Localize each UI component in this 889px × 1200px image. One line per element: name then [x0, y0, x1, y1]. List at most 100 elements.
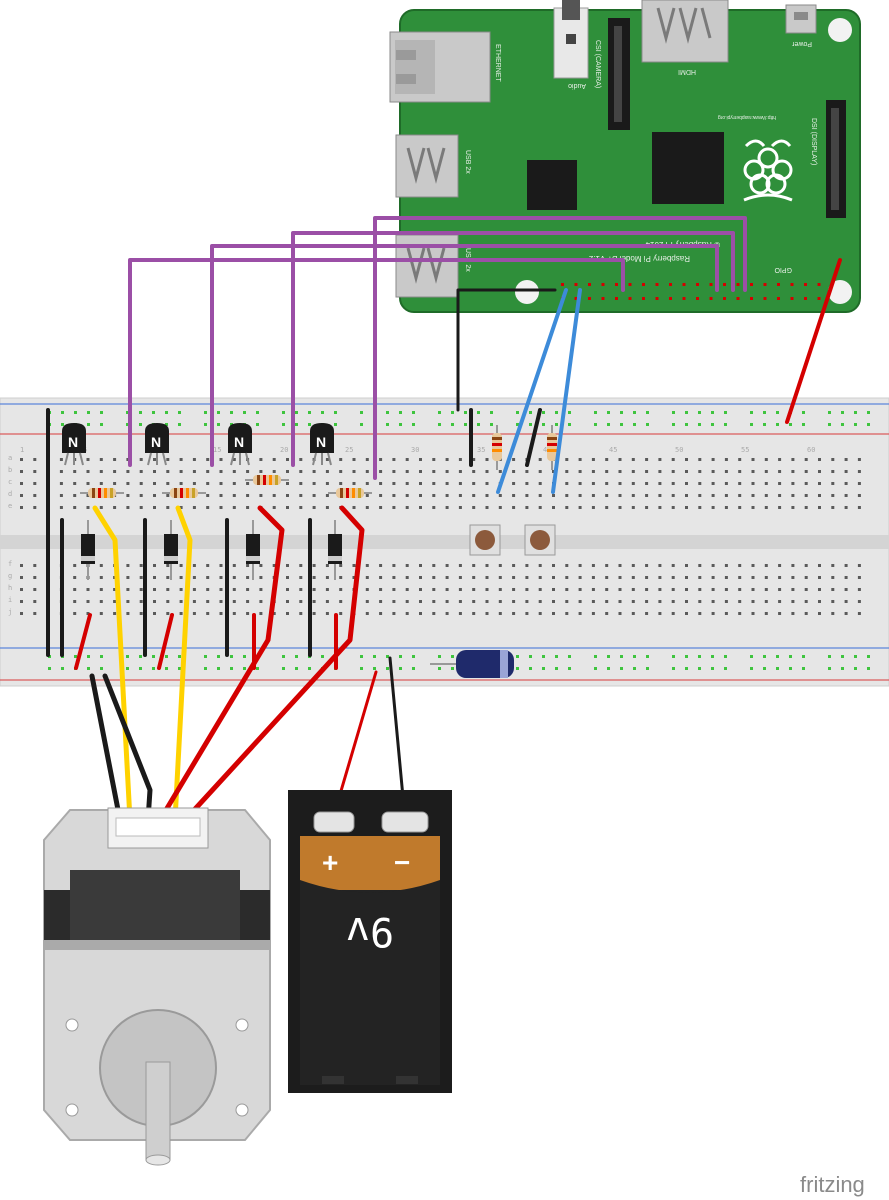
rail-hole	[152, 655, 155, 658]
breadboard-hole	[259, 458, 263, 461]
breadboard-hole	[578, 588, 582, 591]
rail-hole	[308, 411, 311, 414]
breadboard-hole	[192, 600, 196, 603]
breadboard-hole	[671, 588, 675, 591]
breadboard-hole	[419, 494, 422, 497]
breadboard-hole	[658, 576, 662, 579]
breadboard: a b c d e f g h i j 1 5 10 15 20 25 30 3…	[0, 397, 889, 687]
rail-hole	[724, 667, 727, 670]
breadboard-hole	[485, 494, 489, 497]
breadboard-hole	[525, 576, 529, 579]
breadboard-hole	[618, 612, 622, 615]
power-label: Power	[791, 40, 812, 47]
breadboard-hole	[591, 458, 595, 461]
breadboard-hole	[259, 576, 263, 579]
breadboard-hole	[405, 458, 409, 461]
breadboard-hole	[538, 506, 542, 509]
breadboard-hole	[20, 458, 23, 461]
breadboard-hole	[419, 470, 422, 473]
rail-hole	[646, 655, 649, 658]
gpio-pin	[601, 283, 605, 286]
breadboard-hole	[591, 612, 595, 615]
breadboard-hole	[166, 588, 170, 591]
rail-hole	[438, 667, 441, 670]
breadboard-hole	[325, 458, 329, 461]
gpio-pin	[655, 297, 659, 300]
breadboard-hole	[778, 564, 782, 567]
breadboard-hole	[618, 470, 622, 473]
wire-red	[157, 505, 285, 823]
breadboard-hole	[485, 576, 489, 579]
breadboard-hole	[645, 588, 649, 591]
breadboard-hole	[485, 564, 489, 567]
breadboard-hole	[698, 600, 702, 603]
rail-hole	[867, 655, 870, 658]
rail-hole	[854, 667, 857, 670]
breadboard-hole	[685, 470, 688, 473]
gpio-pin	[804, 297, 807, 300]
breadboard-hole	[73, 612, 77, 615]
rail-hole	[711, 667, 714, 670]
push-button[interactable]	[469, 524, 501, 556]
breadboard-hole	[698, 576, 702, 579]
breadboard-hole	[645, 482, 649, 485]
rail-hole	[464, 411, 467, 414]
breadboard-hole	[512, 576, 516, 579]
breadboard-hole	[99, 458, 103, 461]
rail-hole	[139, 423, 142, 426]
rail-hole	[230, 655, 233, 658]
breadboard-hole	[458, 494, 462, 497]
breadboard-hole	[578, 494, 582, 497]
breadboard-hole	[472, 458, 476, 461]
breadboard-hole	[246, 564, 250, 567]
rail-hole	[490, 411, 493, 414]
breadboard-hole	[831, 588, 835, 591]
breadboard-hole	[538, 458, 542, 461]
breadboard-hole	[286, 564, 289, 567]
rail-hole	[165, 667, 168, 670]
breadboard-hole	[724, 506, 728, 509]
rail-hole	[828, 411, 831, 414]
gpio-pin	[655, 283, 659, 286]
breadboard-hole	[831, 482, 835, 485]
breadboard-hole	[445, 470, 449, 473]
breadboard-hole	[751, 576, 755, 579]
breadboard-hole	[179, 600, 183, 603]
rail-hole	[126, 655, 129, 658]
breadboard-hole	[153, 458, 156, 461]
rail-hole	[698, 655, 701, 658]
breadboard-hole	[724, 600, 728, 603]
row-letter: g	[8, 572, 12, 580]
rail-hole	[386, 655, 389, 658]
column-number: 25	[345, 446, 353, 454]
push-button[interactable]	[524, 524, 556, 556]
breadboard-hole	[246, 576, 250, 579]
breadboard-hole	[405, 506, 409, 509]
breadboard-hole	[405, 494, 409, 497]
breadboard-hole	[818, 506, 821, 509]
rail-hole	[61, 423, 64, 426]
breadboard-hole	[525, 612, 529, 615]
breadboard-hole	[312, 482, 316, 485]
breadboard-hole	[312, 600, 316, 603]
rail-hole	[555, 655, 558, 658]
breadboard-hole	[192, 612, 196, 615]
gpio-header	[561, 283, 821, 300]
breadboard-hole	[818, 494, 821, 497]
rail-hole	[672, 667, 675, 670]
breadboard-hole	[738, 494, 742, 497]
rail-hole	[282, 667, 285, 670]
breadboard-hole	[419, 458, 422, 461]
breadboard-hole	[246, 494, 250, 497]
rail-hole	[360, 667, 363, 670]
usb-label-top: USB 2x	[464, 150, 471, 174]
rail-hole	[529, 423, 532, 426]
breadboard-hole	[578, 470, 582, 473]
wire-blue	[496, 288, 568, 494]
resistor	[328, 488, 372, 498]
breadboard-hole	[405, 576, 409, 579]
breadboard-hole	[232, 576, 236, 579]
breadboard-hole	[458, 600, 462, 603]
rail-hole	[646, 411, 649, 414]
